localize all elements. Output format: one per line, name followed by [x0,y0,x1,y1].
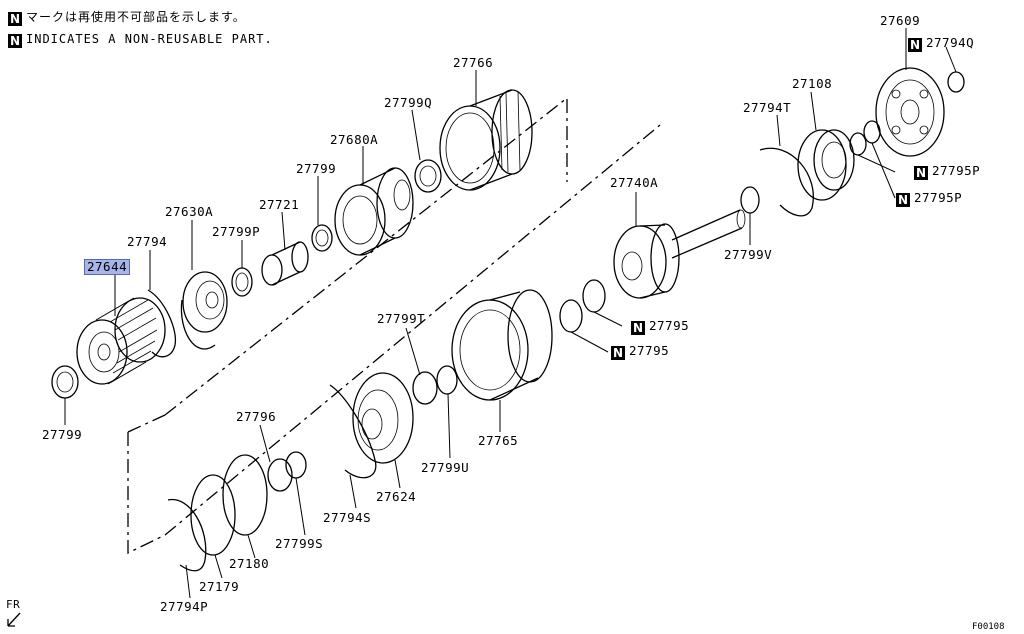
label-27624[interactable]: 27624 [376,489,417,504]
part-27795P-ring-b [863,120,881,144]
fr-arrow [7,612,21,627]
part-27794P-snap-ring [167,499,207,572]
label-27680A[interactable]: 27680A [330,132,379,147]
boundary-upper [164,96,568,416]
part-27799T-washer [412,371,438,405]
part-27721-gear [261,241,309,286]
part-27680A-carrier [334,167,414,256]
part-27796-ring [267,458,293,492]
legend-en-text: INDICATES A NON-REUSABLE PART. [26,32,273,46]
part-27799-washer-mid [311,224,333,252]
boundary-join [127,414,166,433]
part-27794Q-ring [947,71,965,93]
label-27630A[interactable]: 27630A [165,204,214,219]
label-27799S[interactable]: 27799S [275,536,324,551]
part-27609-sprocket [875,67,945,157]
label-27609[interactable]: 27609 [880,13,921,28]
part-27630A-carrier-plate [180,271,228,350]
n-badge-icon: N [631,321,645,335]
label-27796[interactable]: 27796 [236,409,277,424]
n-badge-icon: N [908,38,922,52]
part-27795P-ring-a [849,132,867,156]
part-27799U-washer [436,365,458,395]
n-badge-icon: N [8,34,22,48]
label-27644[interactable]: 27644 [84,259,131,275]
part-27799Q-washer [414,159,442,193]
label-27765[interactable]: 27765 [478,433,519,448]
label-27180[interactable]: 27180 [229,556,270,571]
part-27766-drum [439,89,533,191]
legend-ja-text: マークは再使用不可部品を示します。 [26,10,246,24]
label-27799V[interactable]: 27799V [724,247,773,262]
n-badge-icon: N [896,193,910,207]
label-27799U[interactable]: 27799U [421,460,470,475]
n-badge-icon: N [611,346,625,360]
label-27794S[interactable]: 27794S [323,510,372,525]
part-27624-piston [352,372,414,464]
label-27799-mid[interactable]: 27799 [296,161,337,176]
label-27766[interactable]: 27766 [453,55,494,70]
part-27794S-snap-ring [329,384,377,479]
part-27795-ring-b [559,299,583,333]
n-badge-icon: N [8,12,22,26]
label-27799[interactable]: 27799 [42,427,83,442]
label-27179[interactable]: 27179 [199,579,240,594]
n-badge-icon: N [914,166,928,180]
label-27108[interactable]: 27108 [792,76,833,91]
label-27799Q[interactable]: 27799Q [384,95,433,110]
boundary-lower-left [127,432,166,555]
part-27644-drum [76,297,166,385]
part-27799V-washer [740,186,760,214]
figure-id: F00108 [972,622,1005,632]
part-27765-drum [451,289,553,401]
label-27794T[interactable]: 27794T [743,100,792,115]
part-27799-washer [51,365,79,399]
label-27794[interactable]: 27794 [127,234,168,249]
part-27799P-washer [231,267,253,297]
boundary-lower [164,124,661,536]
label-27799P[interactable]: 27799P [212,224,261,239]
part-27794-snap-ring [147,289,177,358]
legend-line-en: N INDICATES A NON-REUSABLE PART. [8,32,273,48]
label-27799T[interactable]: 27799T [377,311,426,326]
label-27794P[interactable]: 27794P [160,599,209,614]
part-27179-plate [190,474,236,556]
part-27795-ring-a [582,279,606,313]
part-27740A-shaft [613,209,746,299]
part-27180-plate [222,454,268,536]
leader-lines [64,28,957,599]
part-27108-clutch [797,129,855,201]
legend-line-ja: N マークは再使用不可部品を示します。 [8,8,246,26]
fr-label: FR [6,598,21,611]
label-27721[interactable]: 27721 [259,197,300,212]
part-27794T-snap-ring [759,147,814,217]
label-27740A[interactable]: 27740A [610,175,659,190]
